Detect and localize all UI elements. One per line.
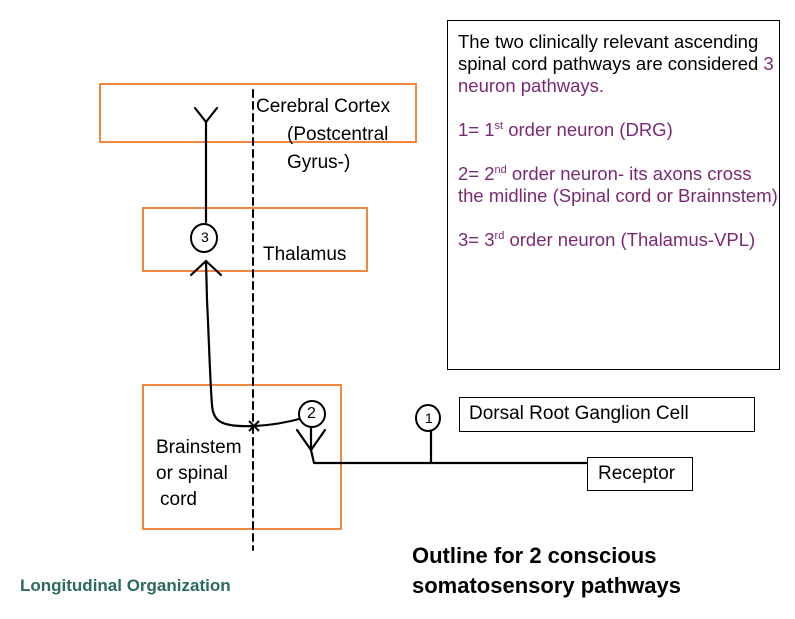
thalamus-box [142,207,368,272]
receptor-label-box: Receptor [587,457,693,491]
brainstem-label-line1: Brainstem [156,437,242,458]
neuron-2-number: 2 [307,405,316,422]
info-third-order: 3= 3rd order neuron (Thalamus-VPL) [458,229,756,250]
second-order-axon [204,259,305,428]
cortex-label-line1: Cerebral Cortex [256,96,391,117]
info-second-order: 2= 2nd order neuron- its axons cross the… [458,163,778,206]
info-intro-highlight: 3 neuron pathways. [458,53,774,96]
cortex-terminal [193,106,219,124]
drg-label: Dorsal Root Ganglion Cell [469,403,689,424]
cortex-box [99,83,417,143]
cortex-label-line3: Gyrus-) [287,152,351,173]
neuron-3-body [190,223,218,253]
info-intro: The two clinically relevant ascending sp… [458,31,774,96]
neuron-1-body [415,404,441,432]
neuron-2-body [298,400,326,428]
page-title: Outline for 2 conscious somatosensory pa… [412,541,681,601]
drg-label-box: Dorsal Root Ganglion Cell [459,397,755,432]
first-order-central [309,448,588,465]
brainstem-box [142,384,342,530]
cortex-label-line2: (Postcentral [287,124,389,145]
neuron-1-number: 1 [425,410,433,426]
title-line2: somatosensory pathways [412,573,681,598]
info-first-order: 1= 1st order neuron (DRG) [458,119,673,140]
footer-label: Longitudinal Organization [20,576,231,595]
thalamus-label: Thalamus [263,244,347,265]
brainstem-label-line3: cord [160,489,197,510]
info-box: The two clinically relevant ascending sp… [447,20,780,370]
crossing-mark [248,420,260,432]
receptor-label: Receptor [598,463,676,484]
neuron-3-number: 3 [201,229,209,245]
brainstem-label-line2: or spinal [156,463,228,484]
title-line1: Outline for 2 conscious [412,543,657,568]
